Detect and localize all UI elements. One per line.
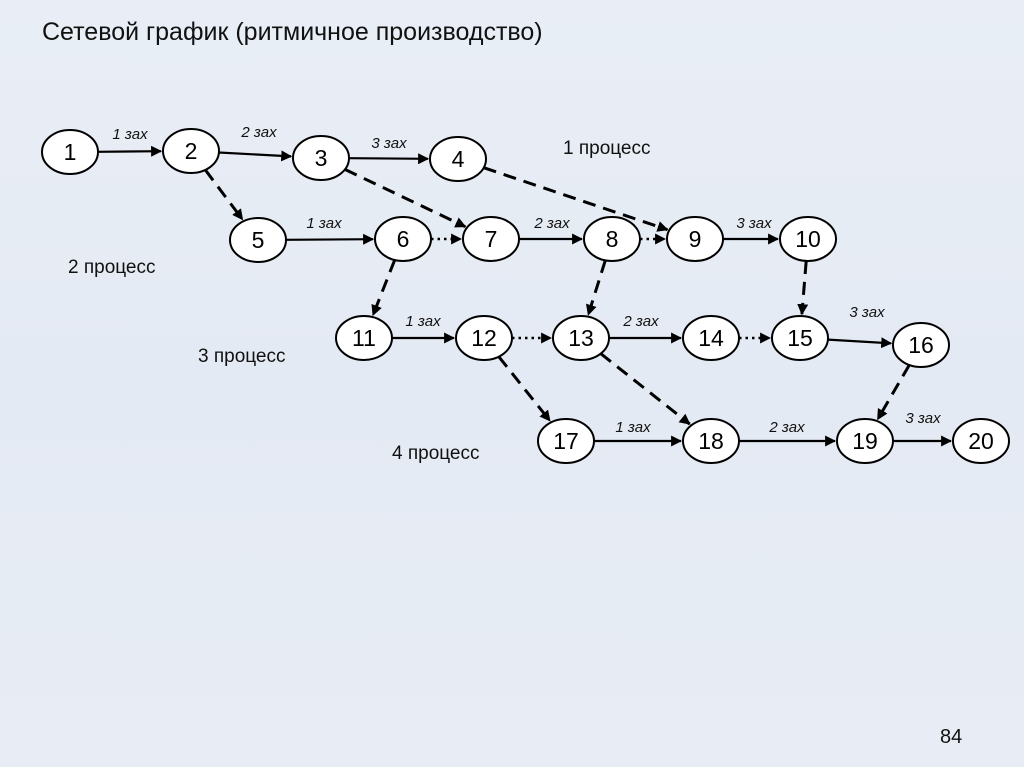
node-label-11: 11 <box>352 325 376 351</box>
node-7: 7 <box>462 216 520 262</box>
node-13: 13 <box>552 315 610 361</box>
edge-label-18-19: 2 зах <box>768 419 805 436</box>
node-8: 8 <box>583 216 641 262</box>
node-18: 18 <box>682 418 740 464</box>
node-17: 17 <box>537 418 595 464</box>
node-ellipse-4 <box>429 136 487 182</box>
node-label-19: 19 <box>852 428 878 454</box>
process-label-4: 4 процесс <box>392 443 480 464</box>
node-ellipse-6 <box>374 216 432 262</box>
edge-2-5 <box>204 168 244 221</box>
edge-4-9 <box>483 166 669 232</box>
node-9: 9 <box>666 216 724 262</box>
edge-3-4 <box>348 153 430 165</box>
node-label-12: 12 <box>471 325 497 351</box>
node-ellipse-15 <box>771 315 829 361</box>
process-label-2: 2 процесс <box>68 257 156 278</box>
node-5: 5 <box>229 217 287 263</box>
node-ellipse-20 <box>952 418 1010 464</box>
edge-16-19 <box>876 364 911 421</box>
node-label-1: 1 <box>64 139 77 165</box>
node-ellipse-19 <box>836 418 894 464</box>
process-label-3: 3 процесс <box>198 346 286 367</box>
edge-labels-layer: 1 зах 2 зах 3 зах 1 зах 2 зах 3 зах 1 зах 2 зах… <box>112 124 941 436</box>
edge-label-9-10: 3 зах <box>736 215 772 232</box>
edge-label-17-18: 1 зах <box>615 419 651 436</box>
node-1: 1 <box>41 129 99 175</box>
process-label-1: 1 процесс <box>563 138 651 159</box>
node-6: 6 <box>374 216 432 262</box>
node-19: 19 <box>836 418 894 464</box>
node-ellipse-18 <box>682 418 740 464</box>
page-title: Сетевой график (ритмичное производство) <box>42 18 543 46</box>
node-label-15: 15 <box>787 325 813 351</box>
node-ellipse-1 <box>41 129 99 175</box>
edge-6-11 <box>371 259 397 317</box>
node-14: 14 <box>682 315 740 361</box>
node-16: 16 <box>892 322 950 368</box>
edge-3-7 <box>344 168 467 229</box>
node-label-18: 18 <box>698 428 724 454</box>
node-12: 12 <box>455 315 513 361</box>
edge-label-15-16: 3 зах <box>849 304 885 321</box>
edge-label-2-3: 2 зах <box>240 124 277 141</box>
edges-layer <box>97 145 953 447</box>
node-label-16: 16 <box>908 332 934 358</box>
node-ellipse-17 <box>537 418 595 464</box>
node-label-8: 8 <box>606 226 619 252</box>
process-labels-layer: 1 процесс 2 процесс 3 процесс 4 процесс <box>68 138 651 464</box>
node-label-20: 20 <box>968 428 994 454</box>
edge-label-19-20: 3 зах <box>905 410 941 427</box>
node-ellipse-5 <box>229 217 287 263</box>
node-2: 2 <box>162 128 220 174</box>
node-ellipse-8 <box>583 216 641 262</box>
node-label-5: 5 <box>252 227 265 253</box>
node-ellipse-2 <box>162 128 220 174</box>
edge-label-1-2: 1 зах <box>112 126 148 143</box>
edge-15-16 <box>827 337 893 349</box>
node-3: 3 <box>292 135 350 181</box>
node-ellipse-10 <box>779 216 837 262</box>
edge-2-3 <box>218 150 293 162</box>
node-label-17: 17 <box>553 428 579 454</box>
edge-8-13 <box>586 259 607 316</box>
node-label-10: 10 <box>795 226 821 252</box>
node-ellipse-7 <box>462 216 520 262</box>
node-label-9: 9 <box>689 226 702 252</box>
edge-label-11-12: 1 зах <box>405 313 441 330</box>
node-11: 11 <box>335 315 393 361</box>
node-label-14: 14 <box>698 325 724 351</box>
page-number: 84 <box>940 726 963 748</box>
node-4: 4 <box>429 136 487 182</box>
node-label-7: 7 <box>485 226 498 252</box>
node-ellipse-16 <box>892 322 950 368</box>
edge-10-15 <box>797 260 809 316</box>
node-ellipse-12 <box>455 315 513 361</box>
node-ellipse-11 <box>335 315 393 361</box>
edge-label-7-8: 2 зах <box>533 215 570 232</box>
node-label-3: 3 <box>315 145 328 171</box>
edge-13-18 <box>599 352 691 426</box>
node-ellipse-9 <box>666 216 724 262</box>
edge-12-17 <box>497 355 552 422</box>
edge-5-6 <box>285 233 375 245</box>
node-15: 15 <box>771 315 829 361</box>
node-label-4: 4 <box>452 146 465 172</box>
node-label-13: 13 <box>568 325 594 351</box>
edge-1-2 <box>97 145 163 157</box>
edge-label-13-14: 2 зах <box>622 313 659 330</box>
node-10: 10 <box>779 216 837 262</box>
node-ellipse-14 <box>682 315 740 361</box>
edge-label-3-4: 3 зах <box>371 135 407 152</box>
node-label-6: 6 <box>397 226 410 252</box>
node-label-2: 2 <box>185 138 198 164</box>
node-20: 20 <box>952 418 1010 464</box>
edge-label-5-6: 1 зах <box>306 215 342 232</box>
node-ellipse-3 <box>292 135 350 181</box>
node-ellipse-13 <box>552 315 610 361</box>
